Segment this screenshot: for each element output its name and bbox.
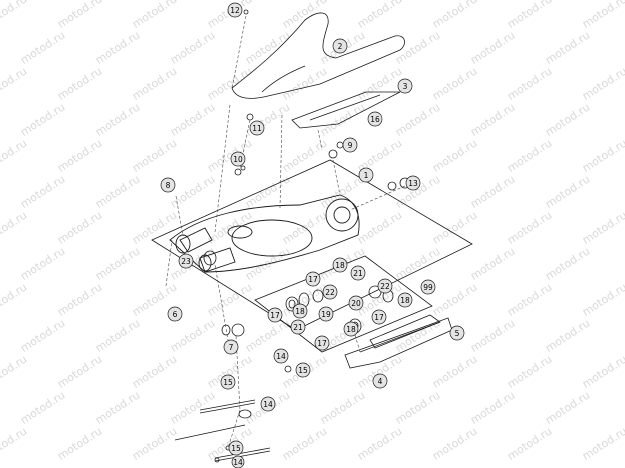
svg-text:22: 22: [325, 288, 335, 297]
callout-3: 3: [397, 78, 413, 94]
callout-20: 20: [348, 295, 364, 311]
callout-7: 7: [223, 339, 239, 355]
lower-rods: [174, 399, 271, 462]
svg-text:7: 7: [229, 343, 234, 352]
callout-17d: 17: [314, 335, 330, 351]
callout-18d: 18: [343, 321, 359, 337]
svg-text:12: 12: [230, 6, 240, 15]
callout-12: 12: [227, 2, 243, 18]
callout-15b: 15: [220, 374, 236, 390]
callout-14a: 14: [273, 348, 289, 364]
callout-22a: 22: [322, 284, 338, 300]
callout-14b: 14: [260, 396, 276, 412]
callout-18b: 18: [397, 292, 413, 308]
chain-guide-part: [231, 12, 405, 99]
svg-text:14: 14: [263, 400, 273, 409]
svg-text:17: 17: [374, 313, 384, 322]
callout-99: 99: [420, 279, 436, 295]
svg-text:17: 17: [270, 311, 280, 320]
svg-text:23: 23: [181, 257, 191, 266]
callouts: 12 2 3 16 11 9 10 1 13 8 23 18 21 17 22 …: [160, 2, 465, 468]
callout-8: 8: [160, 177, 176, 193]
svg-text:14: 14: [233, 458, 243, 467]
callout-19: 19: [318, 306, 334, 322]
svg-text:5: 5: [455, 329, 460, 338]
callout-1: 1: [358, 167, 374, 183]
svg-text:10: 10: [233, 155, 243, 164]
swingarm: [169, 194, 360, 273]
svg-text:6: 6: [173, 310, 178, 319]
svg-text:18: 18: [335, 261, 345, 270]
callout-22b: 22: [377, 278, 393, 294]
svg-text:18: 18: [346, 325, 356, 334]
svg-text:18: 18: [400, 296, 410, 305]
callout-15a: 15: [295, 362, 311, 378]
callout-17c: 17: [371, 309, 387, 325]
callout-6: 6: [167, 306, 183, 322]
svg-text:15: 15: [298, 366, 308, 375]
svg-text:8: 8: [166, 181, 171, 190]
callout-18c: 18: [292, 303, 308, 319]
callout-18a: 18: [332, 257, 348, 273]
guide-lines: [165, 15, 406, 449]
callout-15c: 15: [228, 440, 244, 456]
svg-text:14: 14: [276, 352, 286, 361]
callout-17b: 17: [267, 307, 283, 323]
chain-guard-part: [344, 314, 453, 369]
callout-23: 23: [178, 253, 194, 269]
callout-16: 16: [367, 111, 383, 127]
callout-21a: 21: [350, 265, 366, 281]
svg-text:15: 15: [223, 378, 233, 387]
svg-text:21: 21: [293, 323, 303, 332]
callout-17a: 17: [305, 271, 321, 287]
svg-text:17: 17: [317, 339, 327, 348]
svg-text:11: 11: [252, 124, 262, 133]
svg-text:15: 15: [231, 444, 241, 453]
callout-11: 11: [249, 120, 265, 136]
svg-text:99: 99: [423, 283, 433, 292]
callout-13: 13: [405, 175, 421, 191]
svg-text:21: 21: [353, 269, 363, 278]
svg-text:13: 13: [408, 179, 418, 188]
chain-slider-part: [291, 91, 401, 129]
callout-5: 5: [449, 325, 465, 341]
svg-text:17: 17: [308, 275, 318, 284]
svg-text:20: 20: [351, 299, 361, 308]
callout-21b: 21: [290, 319, 306, 335]
svg-text:18: 18: [295, 307, 305, 316]
svg-text:2: 2: [338, 42, 343, 51]
bearing-box: [254, 255, 433, 353]
svg-text:3: 3: [403, 82, 408, 91]
callout-9: 9: [342, 137, 358, 153]
callout-4: 4: [372, 373, 388, 389]
callout-10: 10: [230, 151, 246, 167]
assembly-box: [151, 159, 473, 331]
callout-14c: 14: [231, 455, 245, 468]
svg-text:4: 4: [378, 377, 383, 386]
svg-text:1: 1: [364, 171, 369, 180]
svg-text:19: 19: [321, 310, 331, 319]
svg-text:9: 9: [348, 141, 353, 150]
callout-2: 2: [332, 38, 348, 54]
svg-text:22: 22: [380, 282, 390, 291]
svg-text:16: 16: [370, 115, 380, 124]
